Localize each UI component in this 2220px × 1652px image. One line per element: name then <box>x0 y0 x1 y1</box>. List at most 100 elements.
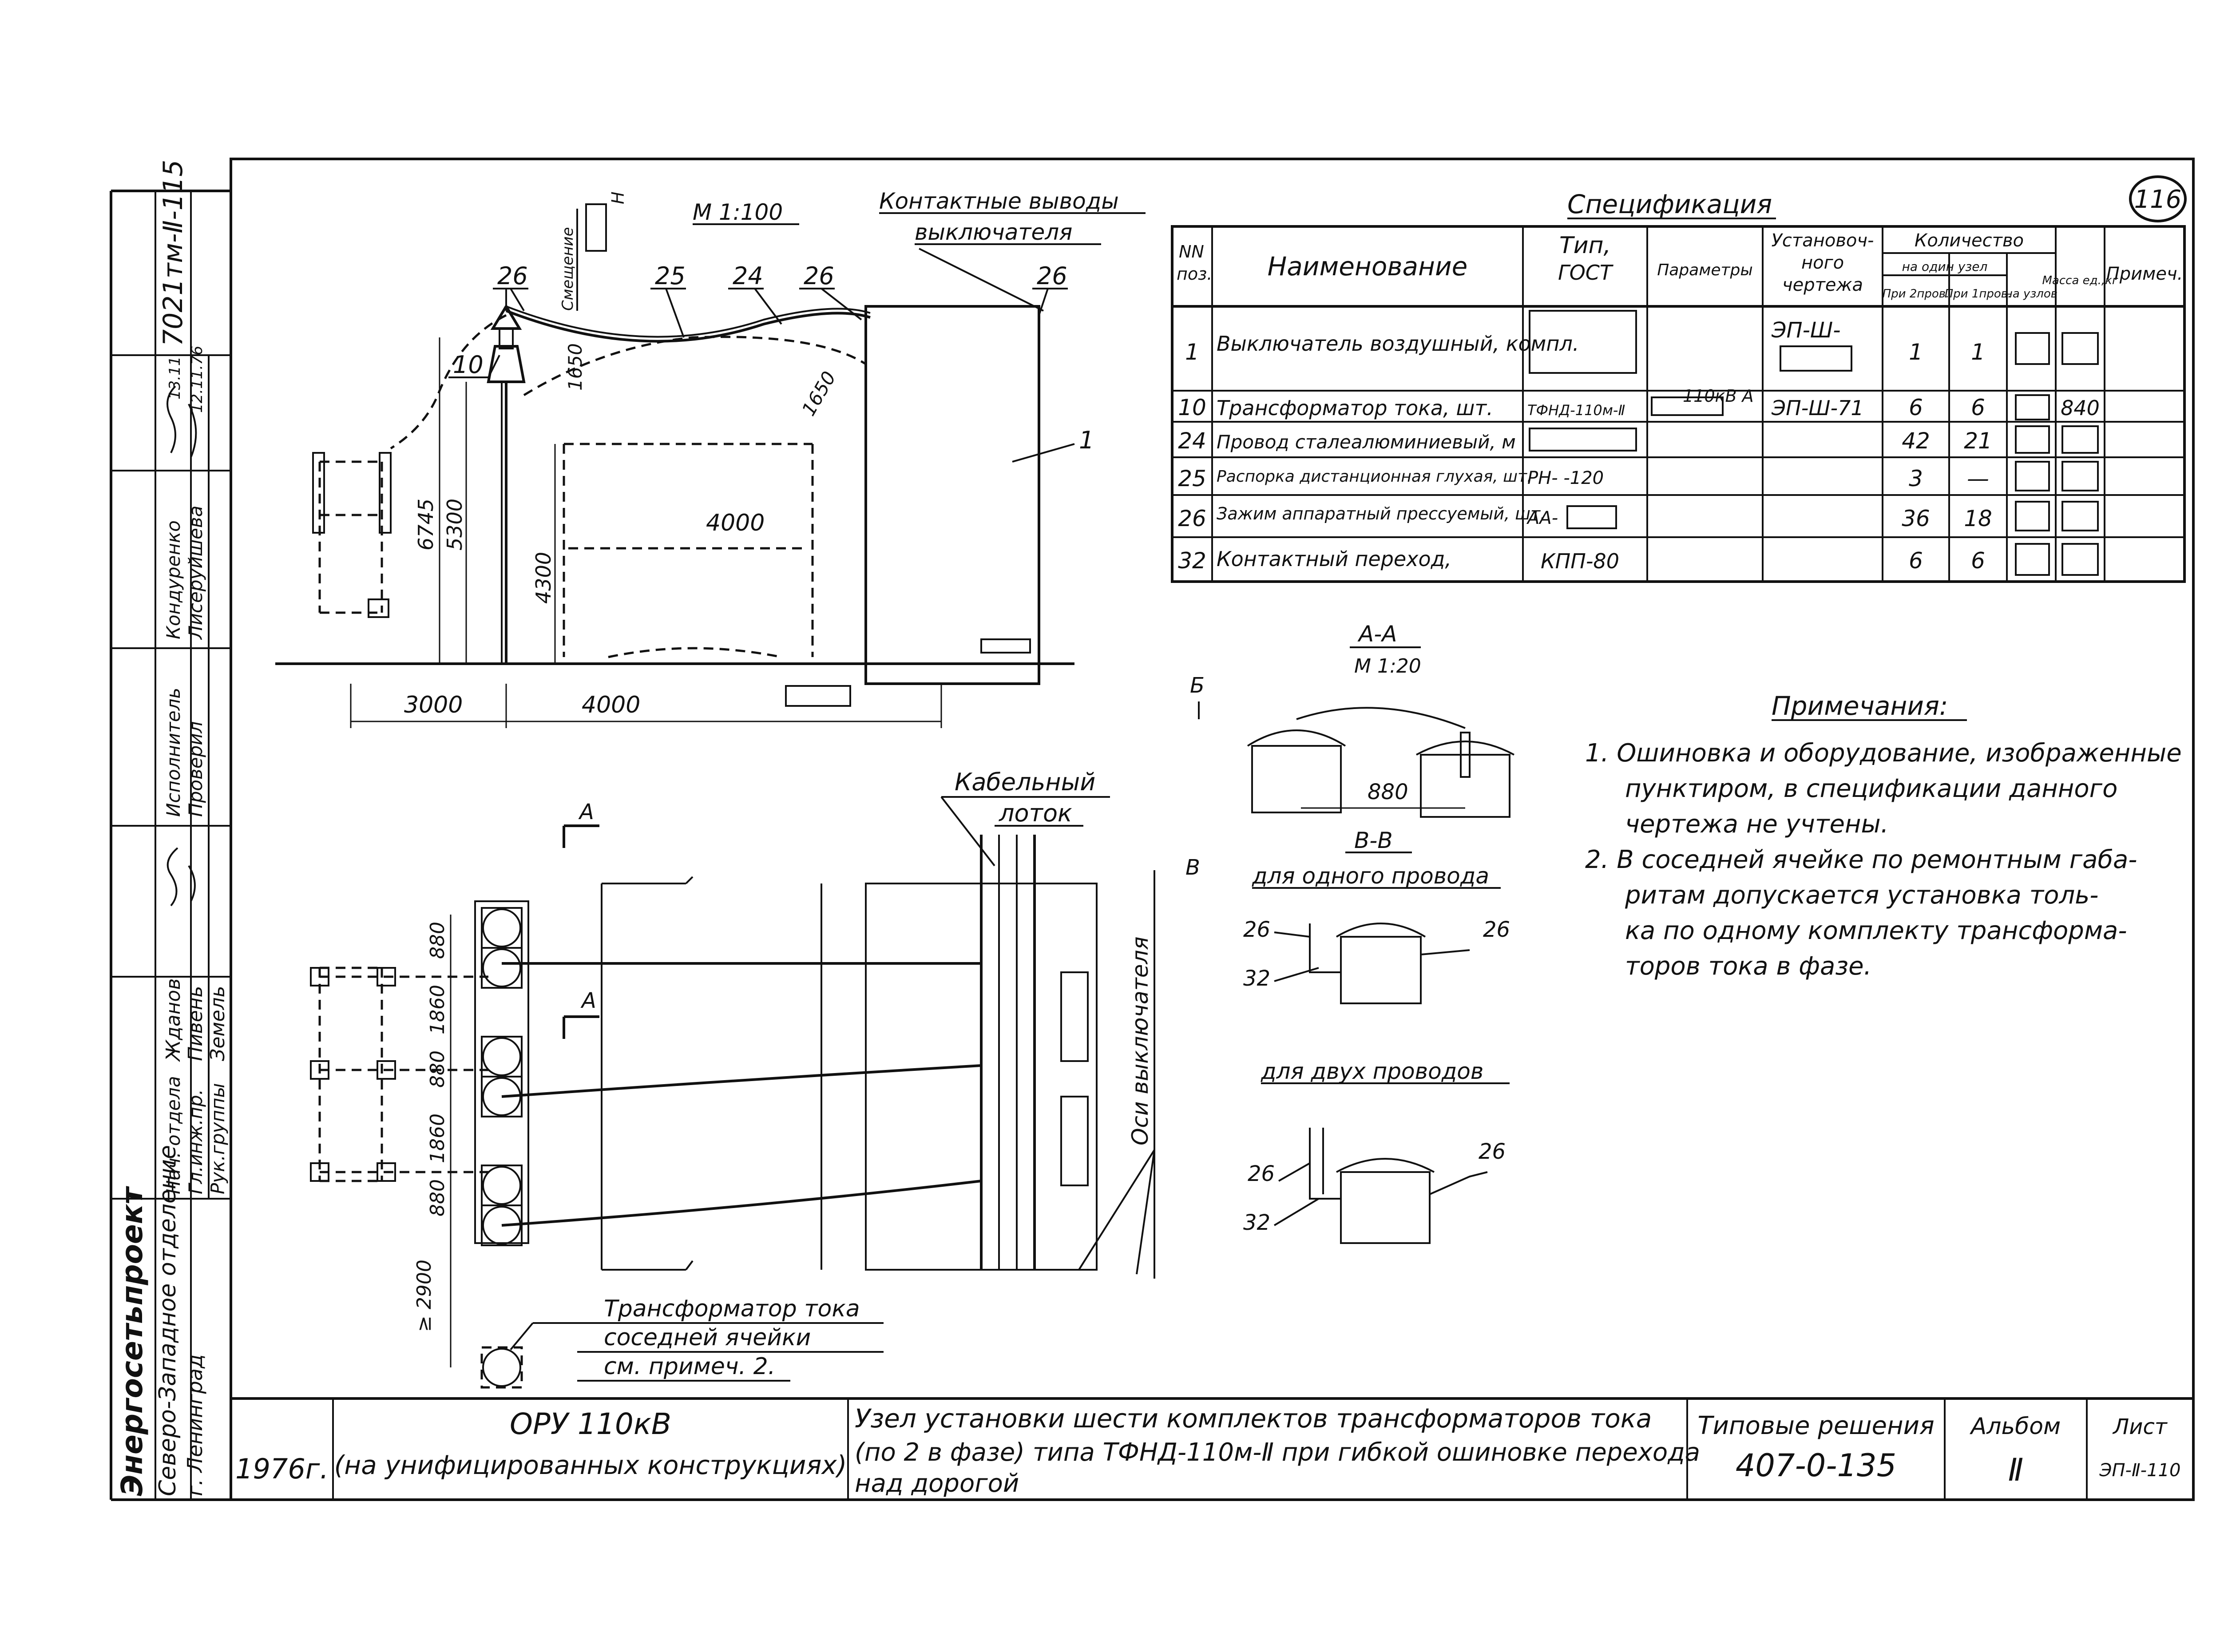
cable-tray-label: Кабельный <box>955 768 1095 796</box>
signer-role-3: Рук.группы <box>207 1083 229 1194</box>
row-q1: 1 <box>1971 339 1985 365</box>
dim-2900: ≥ 2900 <box>413 1260 436 1332</box>
dim-880-section: 880 <box>1368 780 1408 804</box>
contact-leads-label: Контактные выводы <box>879 188 1119 214</box>
table-row: 1 Выключатель воздушный, компл. ЭП-Ш- 1 … <box>1185 310 2099 374</box>
breaker-axis-label: Оси выключателя <box>1127 936 1153 1145</box>
note-1-line-2: пунктиром, в спецификации данного <box>1625 774 2117 803</box>
description-line-3: над дорогой <box>855 1469 1019 1498</box>
section-bb: В-В для одного провода 26 32 26 для двух… <box>1243 828 1510 1244</box>
signer-role-1: Нач. отдела <box>163 1076 184 1194</box>
cable-tray-label-2: лоток <box>999 799 1072 827</box>
pos-24-label: 24 <box>733 262 763 290</box>
row-name: Распорка дистанционная глухая, шт. <box>1217 467 1532 486</box>
level-note: Смещение <box>559 227 577 311</box>
two-wires-title: для двух проводов <box>1261 1058 1483 1084</box>
pos-25-label: 25 <box>655 262 686 290</box>
pos-26-e: 26 <box>1483 917 1510 942</box>
description-line-2: (по 2 в фазе) типа ТФНД-110м-Ⅱ при гибко… <box>855 1438 1700 1467</box>
object-title: ОРУ 110кВ <box>510 1407 671 1441</box>
row-name: Трансформатор тока, шт. <box>1217 396 1493 420</box>
row-pos: 26 <box>1178 506 1206 531</box>
pos-26-label-a: 26 <box>497 262 528 290</box>
row-drawing: ЭП-Ш- <box>1771 318 1841 343</box>
contact-leads-label-2: выключателя <box>915 219 1072 245</box>
signer-name-1: Жданов <box>162 979 185 1062</box>
main-scale: М 1:100 <box>693 199 783 225</box>
th-qty: Количество <box>1915 230 2024 251</box>
level-mark: Н <box>608 191 628 204</box>
dim-3000: 3000 <box>404 692 463 718</box>
note-1-line-3: чертежа не учтены. <box>1625 810 1889 839</box>
row-q1: 21 <box>1964 428 1992 454</box>
pos-26-g: 26 <box>1479 1139 1506 1164</box>
dim-880-a: 880 <box>426 922 449 959</box>
object-subtitle: (на унифицированных конструкциях) <box>334 1450 847 1480</box>
series-number: 407-0-135 <box>1736 1447 1896 1484</box>
org-name: Энергосетьпроект <box>115 1186 149 1496</box>
section-aa-scale: М 1:20 <box>1354 655 1421 677</box>
row-q1: 18 <box>1964 506 1992 531</box>
pos-32-a: 32 <box>1243 966 1270 991</box>
signer-role-2: Гл.инж.пр. <box>185 1089 206 1194</box>
elevation-view: М 1:100 Контактные выводы выключателя 1 … <box>275 188 1146 728</box>
sign-date-6: 12.11.76 <box>188 346 206 413</box>
row-q2: 3 <box>1909 466 1923 491</box>
specification-table: Спецификация NN поз. Наименование Тип, Г… <box>1171 189 2186 583</box>
row-pos: 24 <box>1178 428 1206 454</box>
pos-26-label-c: 26 <box>1037 262 1067 290</box>
row-q2: 6 <box>1909 548 1923 574</box>
dim-1860-a: 1860 <box>426 985 449 1034</box>
neighbor-ct-note-1: Трансформатор тока <box>604 1295 860 1322</box>
ct-column-plan <box>474 900 529 1389</box>
archive-number: 7021тм-Ⅱ-115 <box>158 160 189 346</box>
table-row: 32 Контактный переход, КПП-80 6 6 <box>1178 543 2099 576</box>
sheet-number: 116 <box>2134 185 2182 214</box>
row-type: РН- -120 <box>1527 468 1604 488</box>
row-pos: 10 <box>1178 395 1206 420</box>
pos-26-label-b: 26 <box>804 262 834 290</box>
pos-10-label: 10 <box>453 351 484 379</box>
th-note: Примеч. <box>2106 264 2183 284</box>
cut-a-bottom: А <box>580 988 596 1013</box>
table-row: 25 Распорка дистанционная глухая, шт. РН… <box>1178 461 2099 491</box>
signature-2 <box>166 847 196 907</box>
dim-880-c: 880 <box>426 1179 449 1216</box>
row-name: Провод сталеалюминиевый, м <box>1217 431 1516 453</box>
signer-role-5: Исполнитель <box>163 688 184 817</box>
description-line-1: Узел установки шести комплектов трансфор… <box>855 1403 1652 1434</box>
album-value: Ⅱ <box>2008 1452 2023 1488</box>
row-mass: 840 <box>2061 396 2100 420</box>
th-drawing-2: ного <box>1801 253 1844 273</box>
dim-1650-a: 1650 <box>564 343 586 391</box>
pos-26-f: 26 <box>1248 1161 1275 1186</box>
row-name: Контактный переход, <box>1217 547 1451 571</box>
series-title: Типовые решения <box>1697 1411 1934 1440</box>
dim-6745: 6745 <box>414 499 438 551</box>
row-params: 110кВ А <box>1683 386 1754 406</box>
th-params: Параметры <box>1657 261 1753 279</box>
row-drawing: ЭП-Ш-71 <box>1771 396 1864 420</box>
row-name: Зажим аппаратный прессуемый, шт. <box>1217 504 1546 523</box>
row-type: ТФНД-110м-Ⅱ <box>1527 402 1625 419</box>
title-block: 1976г. ОРУ 110кВ (на унифицированных кон… <box>231 1397 2193 1500</box>
row-q2: 1 <box>1909 339 1923 365</box>
note-2-line-3: ка по одному комплекту трансформа- <box>1625 916 2127 945</box>
note-2-line-2: ритам допускается установка толь- <box>1625 881 2099 910</box>
notes-block: Примечания: 1. Ошиновка и оборудование, … <box>1585 691 2182 981</box>
signer-name-2: Пивень <box>184 986 207 1061</box>
neighbor-structure-plan <box>310 967 396 1182</box>
row-name: Выключатель воздушный, компл. <box>1217 332 1579 356</box>
row-q2: 36 <box>1902 506 1930 531</box>
dim-4000: 4000 <box>582 692 640 718</box>
neighbor-ct-note-2: соседней ячейки <box>604 1324 811 1351</box>
sheet-number-badge: 116 <box>2129 175 2187 222</box>
one-wire-title: для одного провода <box>1252 863 1489 889</box>
pos-32-b: 32 <box>1243 1210 1270 1235</box>
table-row: 26 Зажим аппаратный прессуемый, шт. АА- … <box>1178 501 2099 531</box>
th-type-2: ГОСТ <box>1558 261 1614 285</box>
org-city: г. Ленинград <box>183 1354 207 1496</box>
pos-1-label: 1 <box>1079 426 1094 454</box>
sheet-frame <box>110 158 2195 1501</box>
